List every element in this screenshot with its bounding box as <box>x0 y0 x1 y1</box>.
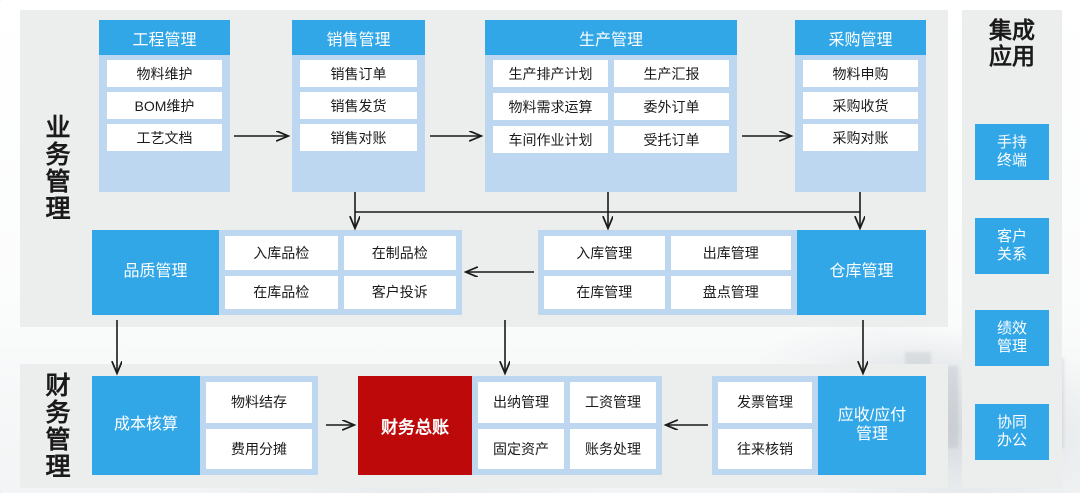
card-sales-title: 销售管理 <box>292 20 425 55</box>
item-mrp-calculation[interactable]: 物料需求运算 <box>493 93 608 120</box>
item-material-balance[interactable]: 物料结存 <box>206 382 312 423</box>
receivable-label-line2: 管理 <box>855 425 888 443</box>
finance-row-label: 财务管理 <box>42 372 70 480</box>
integration-button-crm[interactable]: 客户 关系 <box>975 218 1049 274</box>
item-invoice-management[interactable]: 发票管理 <box>718 382 812 423</box>
block-warehouse-label: 仓库管理 <box>797 230 926 315</box>
item-workshop-job-plan[interactable]: 车间作业计划 <box>493 126 608 153</box>
card-production-title: 生产管理 <box>485 20 737 55</box>
item-instock-management[interactable]: 在库管理 <box>544 275 665 309</box>
card-production[interactable]: 生产管理 生产排产计划 生产汇报 物料需求运算 委外订单 车间作业计划 受托订单 <box>485 20 737 192</box>
item-customer-complaint[interactable]: 客户投诉 <box>343 275 456 309</box>
card-engineering-title: 工程管理 <box>99 20 230 55</box>
receivable-label-line1: 应收/应付 <box>837 407 907 425</box>
item-wip-inspection[interactable]: 在制品检 <box>343 236 456 270</box>
performance-line2: 管理 <box>996 338 1027 355</box>
item-instock-inspection[interactable]: 在库品检 <box>225 275 338 309</box>
card-engineering[interactable]: 工程管理 物料维护 BOM维护 工艺文档 <box>99 20 230 192</box>
card-sales[interactable]: 销售管理 销售订单 销售发货 销售对账 <box>292 20 425 192</box>
item-fixed-assets[interactable]: 固定资产 <box>478 428 564 469</box>
office-line1: 协同 <box>996 414 1027 431</box>
item-sales-delivery[interactable]: 销售发货 <box>300 92 417 119</box>
item-cashier-management[interactable]: 出纳管理 <box>478 382 564 423</box>
handheld-terminal-line2: 终端 <box>996 152 1027 169</box>
item-process-document[interactable]: 工艺文档 <box>107 124 222 151</box>
item-inbound-management[interactable]: 入库管理 <box>544 236 665 270</box>
item-outbound-management[interactable]: 出库管理 <box>670 236 791 270</box>
integration-title: 集成 应用 <box>962 17 1062 70</box>
crm-line1: 客户 <box>996 228 1027 245</box>
handheld-terminal-line1: 手持 <box>996 134 1027 151</box>
item-production-report[interactable]: 生产汇报 <box>614 60 729 87</box>
item-sales-reconciliation[interactable]: 销售对账 <box>300 124 417 151</box>
block-ledger-functions[interactable]: 出纳管理 工资管理 固定资产 账务处理 <box>472 376 662 475</box>
block-quality[interactable]: 品质管理 入库品检 在制品检 在库品检 客户投诉 <box>92 230 462 315</box>
item-sales-order[interactable]: 销售订单 <box>300 60 417 87</box>
item-material-maintenance[interactable]: 物料维护 <box>107 60 222 87</box>
integration-title-line2: 应用 <box>989 42 1035 69</box>
integration-title-line1: 集成 <box>989 17 1035 43</box>
item-expense-allocation[interactable]: 费用分摊 <box>206 428 312 469</box>
block-receivable-payable-label: 应收/应付 管理 <box>818 376 926 475</box>
item-purchase-reconciliation[interactable]: 采购对账 <box>803 124 918 151</box>
integration-button-collaborative-office[interactable]: 协同 办公 <box>975 404 1049 460</box>
block-warehouse[interactable]: 入库管理 出库管理 在库管理 盘点管理 仓库管理 <box>538 230 926 315</box>
item-material-requisition[interactable]: 物料申购 <box>803 60 918 87</box>
block-cost-accounting[interactable]: 成本核算 物料结存 费用分摊 <box>92 376 318 475</box>
item-payroll-management[interactable]: 工资管理 <box>570 382 656 423</box>
item-entrusted-order[interactable]: 受托订单 <box>614 126 729 153</box>
card-purchasing-title: 采购管理 <box>795 20 926 55</box>
block-general-ledger[interactable]: 财务总账 <box>358 376 472 475</box>
item-stocktaking-management[interactable]: 盘点管理 <box>670 275 791 309</box>
performance-line1: 绩效 <box>996 320 1027 337</box>
integration-title-wrap: 集成 应用 <box>962 10 1062 70</box>
block-receivable-payable[interactable]: 发票管理 往来核销 应收/应付 管理 <box>712 376 926 475</box>
card-purchasing[interactable]: 采购管理 物料申购 采购收货 采购对账 <box>795 20 926 192</box>
business-row-label: 业务管理 <box>42 114 70 222</box>
item-bom-maintenance[interactable]: BOM维护 <box>107 92 222 119</box>
office-line2: 办公 <box>996 432 1027 449</box>
item-outsourcing-order[interactable]: 委外订单 <box>614 93 729 120</box>
item-purchase-receipt[interactable]: 采购收货 <box>803 92 918 119</box>
item-production-schedule-plan[interactable]: 生产排产计划 <box>493 60 608 87</box>
item-accounting-processing[interactable]: 账务处理 <box>570 428 656 469</box>
crm-line2: 关系 <box>996 246 1027 263</box>
integration-button-performance[interactable]: 绩效 管理 <box>975 310 1049 366</box>
integration-button-handheld-terminal[interactable]: 手持 终端 <box>975 124 1049 180</box>
block-quality-label: 品质管理 <box>92 230 219 315</box>
block-cost-accounting-label: 成本核算 <box>92 376 200 475</box>
item-settlement-writeoff[interactable]: 往来核销 <box>718 428 812 469</box>
item-inbound-inspection[interactable]: 入库品检 <box>225 236 338 270</box>
